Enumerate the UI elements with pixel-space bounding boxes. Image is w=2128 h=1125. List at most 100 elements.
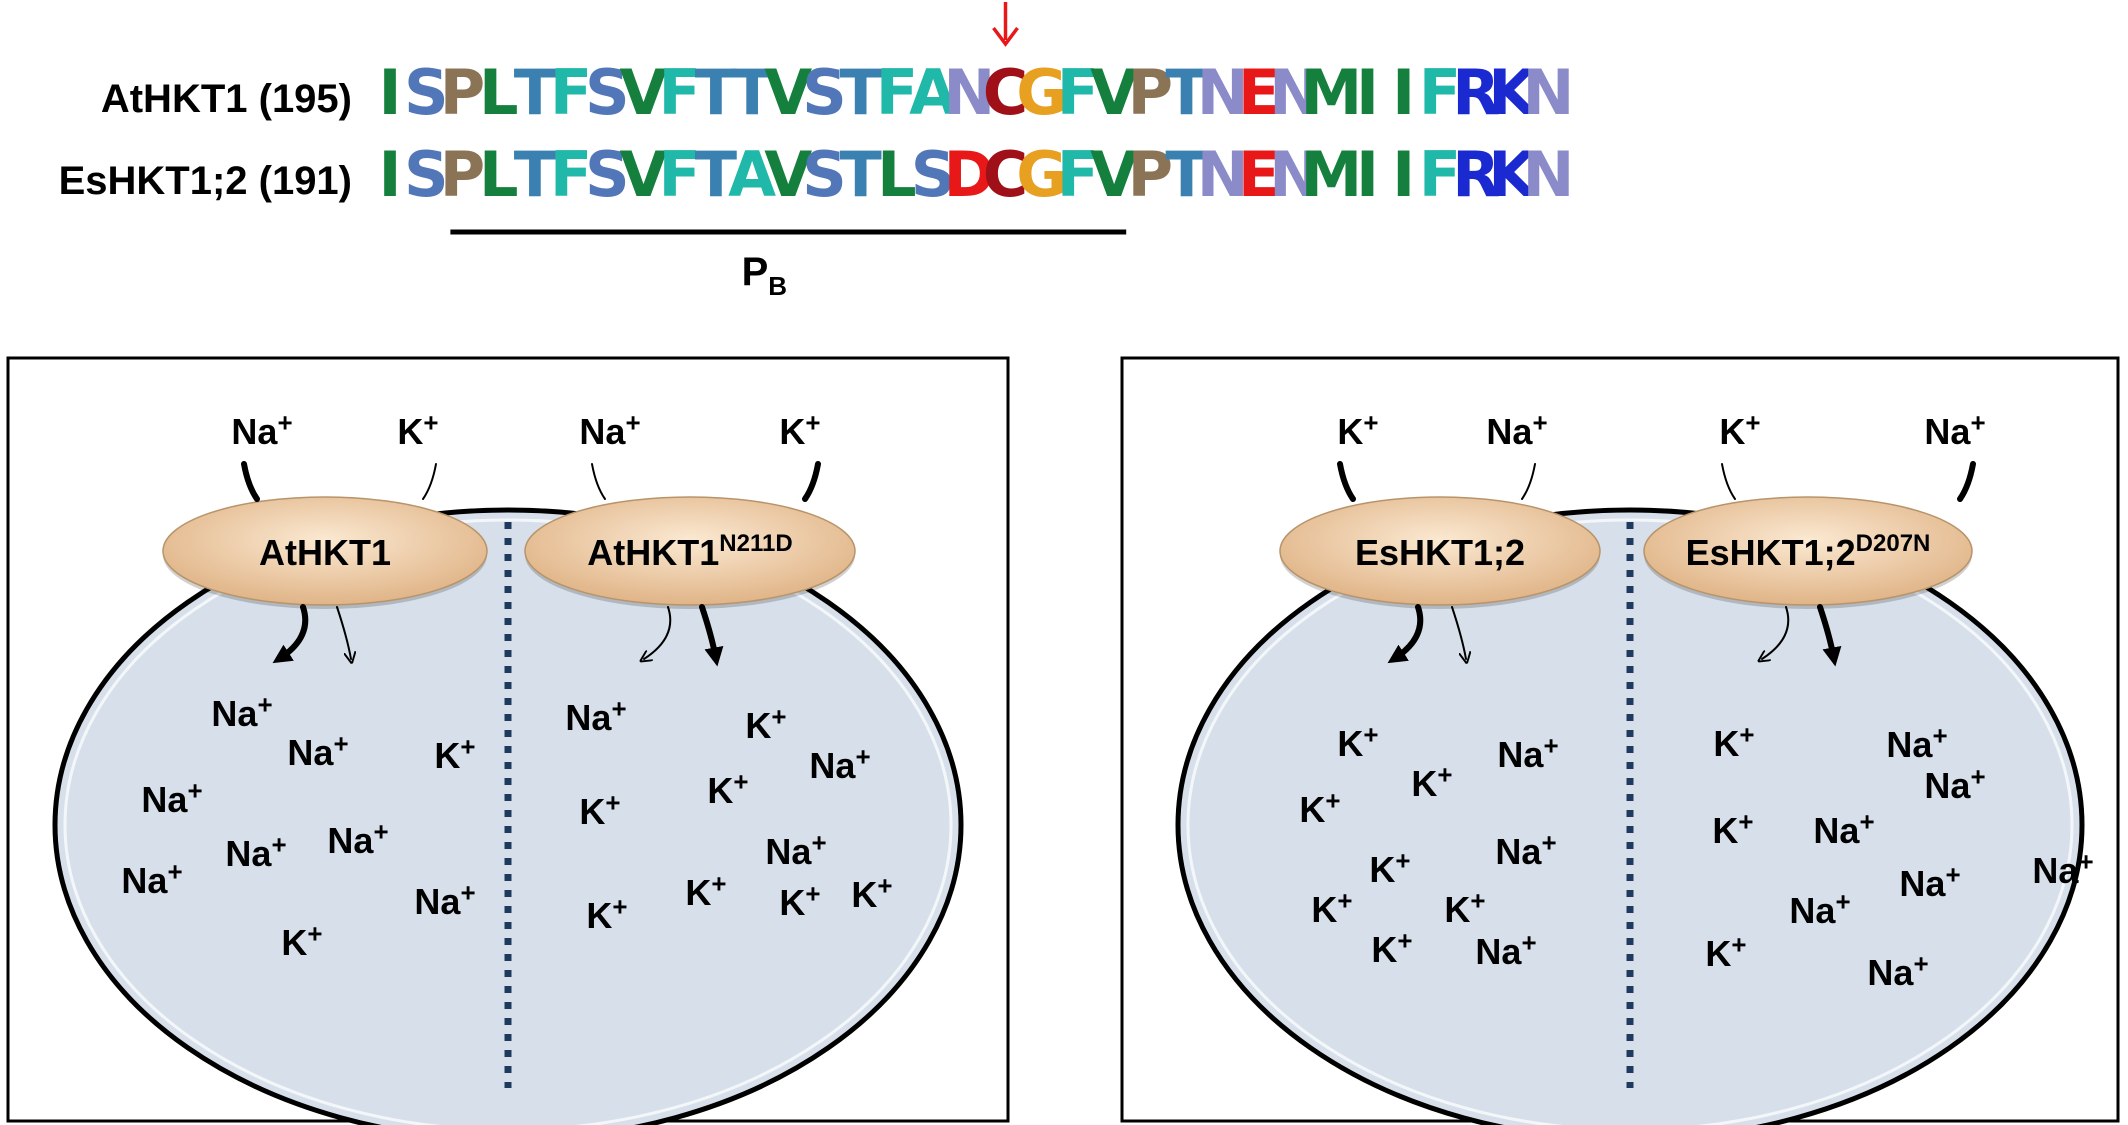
residue-letter: S (802, 138, 847, 211)
residue-letter: T (514, 138, 556, 211)
influx-arrow (1817, 604, 1842, 667)
residue-letter: I (1356, 138, 1379, 211)
transporter-label: EsHKT1;2D207N (1686, 530, 1931, 573)
residue-letter: V (620, 56, 668, 129)
transporter-body (1279, 496, 1601, 606)
transporter: EsHKT1;2D207N (1643, 496, 1973, 609)
transporter-label: AtHKT1 (259, 532, 391, 573)
residue-letter: P (440, 56, 485, 129)
transporter: AtHKT1 (162, 496, 488, 609)
residue-letter: S (585, 138, 630, 211)
residue-letter: D (944, 138, 995, 211)
residue-letter: M (1300, 138, 1362, 211)
cell-ion-label: Na+ (1497, 732, 1558, 775)
residue-letter: L (479, 56, 519, 129)
cell-ion-label: Na+ (2032, 848, 2093, 891)
cell-ion-label: Na+ (1789, 888, 1850, 931)
cell-ion-label: K+ (1311, 887, 1352, 930)
residue-letter: P (440, 138, 485, 211)
transporter-mutation: D207N (1856, 530, 1931, 557)
cell-ion-label: K+ (779, 880, 820, 923)
cell-ion-label: K+ (586, 893, 627, 936)
residue-letter: K (1488, 138, 1538, 211)
uptake-line (802, 461, 821, 502)
residue-letter: I (1392, 56, 1415, 129)
cell-ion-label: K+ (1713, 721, 1754, 764)
transporter-name: EsHKT1;2 (1355, 532, 1525, 573)
cell-ion-label: K+ (851, 872, 892, 915)
residue-letter: E (1238, 56, 1280, 129)
uptake-line (591, 463, 606, 500)
influx-arrow (272, 604, 309, 664)
residue-letter: F (1419, 138, 1461, 211)
transporter: EsHKT1;2 (1279, 496, 1601, 609)
residue-letter: V (764, 138, 812, 211)
residue-letter: F (659, 138, 701, 211)
panel-eshkt1-2: EsHKT1;2K+Na+EsHKT1;2D207NK+Na+K+K+Na+K+… (1120, 356, 2120, 1125)
row-label-eshkt1-2: EsHKT1;2 (191) (59, 159, 352, 203)
residue-letter: M (1300, 56, 1362, 129)
cell-ion-label: Na+ (1924, 763, 1985, 806)
mutation-site-arrow (992, 2, 1019, 47)
residue-letter: F (876, 56, 918, 129)
transporter-name: AtHKT1 (259, 532, 391, 573)
transporter-label: AtHKT1N211D (587, 530, 792, 573)
residue-letter: T (840, 138, 882, 211)
transporter-body (524, 496, 856, 606)
cell-ion-label: Na+ (225, 831, 286, 874)
transporter-label: EsHKT1;2 (1355, 532, 1525, 573)
residue-letter: I (379, 138, 402, 211)
outside-ion-label: K+ (1337, 409, 1378, 452)
residue-letter: S (585, 56, 630, 129)
residue-letter: F (550, 56, 592, 129)
influx-arrow (1451, 606, 1466, 659)
residue-letter: R (1452, 56, 1500, 129)
row-label-athkt1: AtHKT1 (195) (101, 77, 352, 121)
cell-ion-label: K+ (1411, 761, 1452, 804)
outside-ion-label: Na+ (1924, 409, 1985, 452)
residue-letter: S (404, 56, 449, 129)
cell-ion-label: K+ (434, 733, 475, 776)
uptake-line (1721, 463, 1736, 500)
uptake-line (1957, 461, 1976, 502)
uptake-line (1521, 463, 1536, 500)
panel-athkt1: AtHKT1Na+K+AtHKT1N211DNa+K+Na+Na+K+Na+Na… (6, 356, 1010, 1125)
cell-ion-label: Na+ (1475, 929, 1536, 972)
residue-letter: G (1016, 56, 1067, 129)
influx-arrow (699, 604, 724, 667)
cell-ion-label: Na+ (1495, 829, 1556, 872)
residue-letter: T (1165, 56, 1207, 129)
pore-region-label-main: P (742, 250, 769, 294)
residue-letter: L (479, 138, 519, 211)
residue-letter: R (1452, 138, 1500, 211)
influx-arrow (1387, 604, 1424, 664)
residue-letter: F (1057, 56, 1099, 129)
cell-ion-label: K+ (1444, 887, 1485, 930)
transporter-name: EsHKT1;2 (1686, 532, 1856, 573)
residue-letter: T (695, 56, 737, 129)
transporter-mutation: N211D (719, 530, 792, 557)
residue-letter: T (731, 56, 773, 129)
residue-letter: A (728, 138, 776, 211)
residue-letter: S (404, 138, 449, 211)
cell-inner-rim (63, 518, 953, 1125)
cell-inner-rim (1186, 518, 2074, 1125)
cell-ion-label: Na+ (1899, 861, 1960, 904)
cell-ion-label: K+ (1705, 931, 1746, 974)
outside-ion-label: K+ (397, 409, 438, 452)
residue-letter: K (1488, 56, 1538, 129)
residue-letter: E (1238, 138, 1280, 211)
cell-ion-label: Na+ (414, 879, 475, 922)
residue-letter: I (1356, 56, 1379, 129)
cell-ion-label: Na+ (211, 691, 272, 734)
residue-letter: F (1057, 138, 1099, 211)
transporter-body (1643, 496, 1973, 606)
transporter-body (162, 496, 488, 606)
residue-letter: P (1128, 56, 1173, 129)
cell-ion-label: K+ (1712, 808, 1753, 851)
residue-letter: N (1523, 56, 1575, 129)
influx-arrow (1762, 606, 1790, 659)
